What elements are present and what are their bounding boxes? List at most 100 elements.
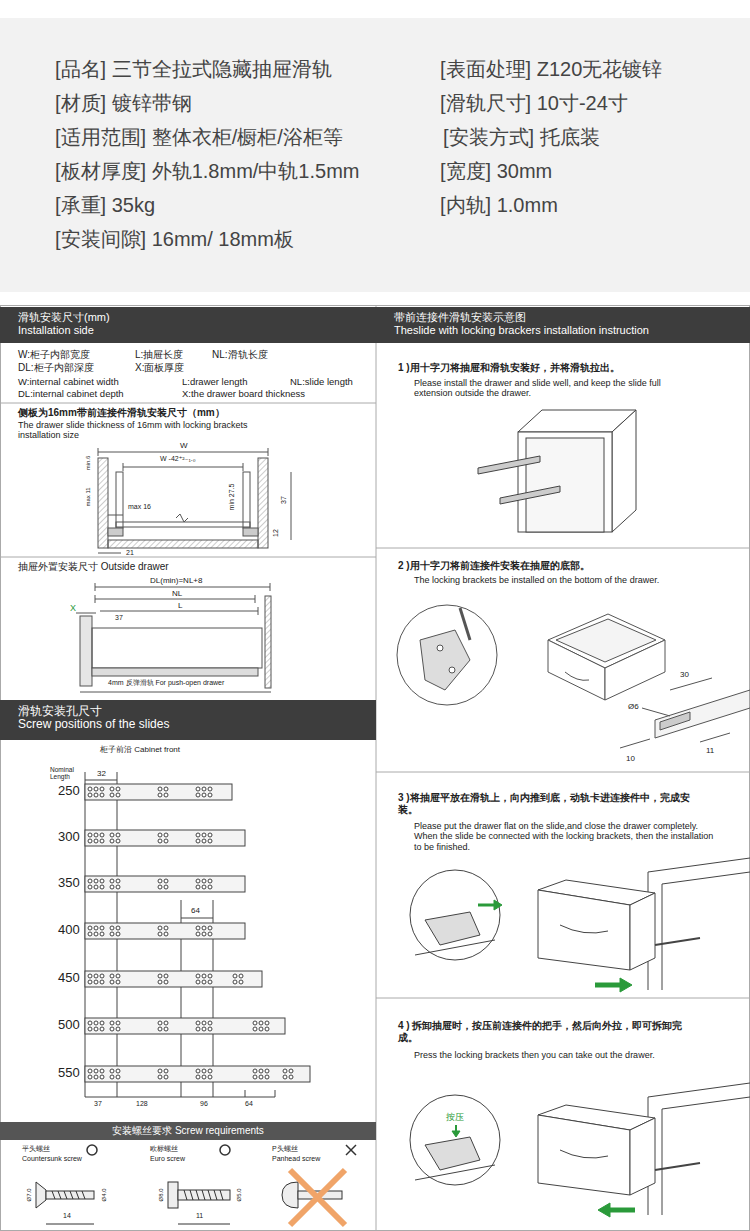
screw-hole bbox=[208, 926, 212, 930]
screw-hole bbox=[202, 926, 206, 930]
slide-rail bbox=[85, 876, 245, 892]
screw-hole bbox=[208, 787, 212, 791]
header-band: 带前连接件滑轨安装示意图Theslide with locking bracke… bbox=[376, 307, 750, 343]
label-text: 21 bbox=[126, 549, 134, 557]
label-text: The locking brackets be installed on the… bbox=[414, 575, 659, 585]
label-text: The drawer slide thickness of 16mm with … bbox=[18, 420, 268, 441]
screw-hole bbox=[110, 833, 114, 837]
label-text: 抽屉外置安装尺寸 Outside drawer bbox=[18, 561, 169, 573]
screw-hole bbox=[239, 974, 243, 978]
screw-hole bbox=[208, 1021, 212, 1025]
screw-hole bbox=[164, 839, 168, 843]
spec-line: [材质] 镀锌带钢 bbox=[55, 92, 192, 115]
label-text: W:internal cabinet width bbox=[18, 377, 119, 388]
label-text: Countersunk screw bbox=[22, 1155, 82, 1163]
screw-hole bbox=[202, 833, 206, 837]
label-text: 96 bbox=[200, 1100, 208, 1108]
band-title: Installation side bbox=[18, 324, 358, 337]
screw-hole bbox=[88, 879, 92, 883]
screw-hole bbox=[208, 974, 212, 978]
screw-hole bbox=[164, 974, 168, 978]
label-text: min.6 bbox=[85, 456, 92, 471]
screw-hole bbox=[158, 879, 162, 883]
screw-hole bbox=[196, 980, 200, 984]
screw-hole bbox=[289, 1075, 293, 1079]
screw-hole bbox=[88, 885, 92, 889]
label-text: 37 bbox=[94, 1100, 102, 1108]
label-text: 侧板为16mm带前连接件滑轨安装尺寸（mm） bbox=[18, 407, 225, 419]
screw-hole bbox=[100, 833, 104, 837]
label-text: DL:柜子内部深度 bbox=[18, 362, 94, 374]
spec-line: [表面处理] Z120无花镀锌 bbox=[440, 58, 662, 81]
screw-hole bbox=[158, 974, 162, 978]
spec-line: [安装方式] 托底装 bbox=[443, 126, 600, 149]
screw-hole bbox=[94, 1069, 98, 1073]
screw-hole bbox=[202, 879, 206, 883]
slide-rail bbox=[85, 1018, 285, 1034]
label-text: Ø6 bbox=[628, 702, 639, 711]
screw-hole bbox=[208, 932, 212, 936]
band-title: 滑轨安装尺寸(mm) bbox=[18, 311, 358, 324]
screw-hole bbox=[202, 787, 206, 791]
label-text: 450 bbox=[58, 971, 80, 986]
screw-hole bbox=[196, 1021, 200, 1025]
screw-hole bbox=[164, 1027, 168, 1031]
screw-hole bbox=[164, 833, 168, 837]
screw-hole bbox=[202, 1069, 206, 1073]
screw-hole bbox=[88, 1075, 92, 1079]
screw-hole bbox=[100, 793, 104, 797]
screw-hole bbox=[202, 885, 206, 889]
label-text: 300 bbox=[58, 830, 80, 845]
screw-hole bbox=[88, 980, 92, 984]
screw-hole bbox=[164, 787, 168, 791]
screw-hole bbox=[88, 932, 92, 936]
screw-hole bbox=[94, 1027, 98, 1031]
label-text: 柜子前沿 Cabinet front bbox=[100, 745, 180, 754]
screw-hole bbox=[94, 793, 98, 797]
label-text: min 27.5 bbox=[228, 484, 236, 511]
label-text: X bbox=[70, 603, 76, 613]
screw-hole bbox=[116, 879, 120, 883]
screw-hole bbox=[196, 1075, 200, 1079]
screw-hole bbox=[94, 879, 98, 883]
label-text: P头螺丝 bbox=[272, 1145, 298, 1153]
screw-hole bbox=[110, 926, 114, 930]
label-text: DL(min)=NL+8 bbox=[150, 576, 202, 585]
screw-hole bbox=[196, 833, 200, 837]
screw-hole bbox=[164, 879, 168, 883]
spec-line: [宽度] 30mm bbox=[440, 160, 552, 183]
screw-hole bbox=[116, 1069, 120, 1073]
screw-hole bbox=[239, 980, 243, 984]
label-text: 550 bbox=[58, 1066, 80, 1081]
screw-hole bbox=[158, 787, 162, 791]
label-text: 12 bbox=[272, 529, 280, 537]
screw-hole bbox=[116, 787, 120, 791]
screw-hole bbox=[158, 932, 162, 936]
screw-hole bbox=[88, 1021, 92, 1025]
screw-hole bbox=[265, 1027, 269, 1031]
screw-hole bbox=[259, 1069, 263, 1073]
label-text: Ø5.0 bbox=[236, 1188, 243, 1201]
screw-hole bbox=[110, 793, 114, 797]
screw-hole bbox=[94, 787, 98, 791]
screw-hole bbox=[196, 787, 200, 791]
screw-hole bbox=[110, 932, 114, 936]
label-text: NL bbox=[172, 589, 182, 598]
label-text: Ø8.0 bbox=[158, 1188, 165, 1201]
screw-hole bbox=[208, 1027, 212, 1031]
screw-hole bbox=[88, 926, 92, 930]
label-text: Panhead screw bbox=[272, 1155, 320, 1163]
step1-cabinet bbox=[478, 410, 636, 532]
screw-hole bbox=[100, 879, 104, 883]
drawer-out-cabinet bbox=[410, 1083, 750, 1215]
screw-hole bbox=[158, 1075, 162, 1079]
label-text: NL:slide length bbox=[290, 377, 353, 388]
screw-hole bbox=[116, 793, 120, 797]
screw-hole bbox=[158, 926, 162, 930]
label-text: Ø7.0 bbox=[26, 1188, 33, 1201]
label-text: Please put the drawer flat on the slide,… bbox=[414, 821, 714, 852]
screw-hole bbox=[202, 932, 206, 936]
screw-hole bbox=[164, 1069, 168, 1073]
band-title: Theslide with locking brackers installat… bbox=[394, 324, 732, 337]
spec-line: [适用范围] 整体衣柜/橱柜/浴柜等 bbox=[55, 126, 343, 149]
